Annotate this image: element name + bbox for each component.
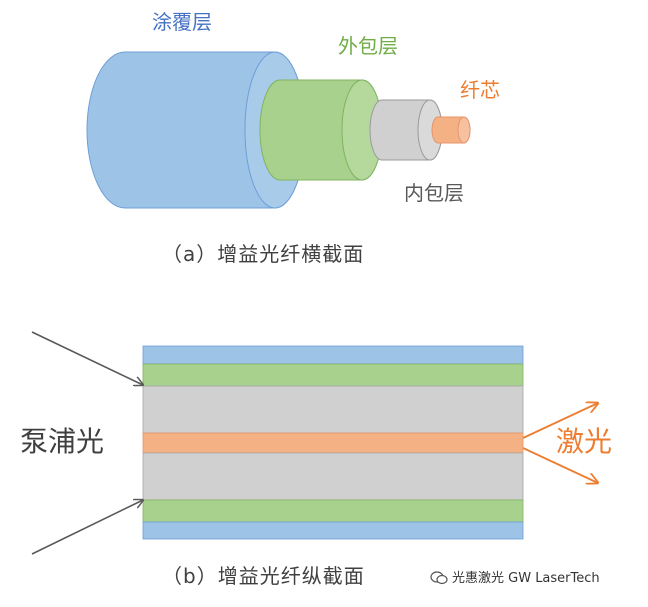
pump-arrow-top bbox=[31, 331, 143, 385]
inner-cladding-bottom-band bbox=[142, 452, 524, 501]
watermark: 光惠激光 GW LaserTech bbox=[430, 571, 600, 585]
outer-cladding-layer bbox=[259, 79, 383, 181]
outer-cladding-top-band bbox=[142, 363, 524, 387]
wechat-icon bbox=[430, 571, 448, 585]
laser-arrow-down bbox=[522, 447, 598, 483]
watermark-text: 光惠激光 GW LaserTech bbox=[452, 570, 600, 586]
pump-light-label: 泵浦光 bbox=[20, 425, 105, 458]
laser-label: 激光 bbox=[556, 425, 613, 458]
caption-cross-section: （a）增益光纤横截面 bbox=[162, 242, 365, 266]
core-band bbox=[142, 432, 524, 454]
longitudinal-section-drawing bbox=[31, 331, 598, 555]
coating-bottom-band bbox=[142, 521, 524, 540]
inner-cladding-top-band bbox=[142, 385, 524, 434]
core-layer bbox=[431, 116, 471, 144]
outer-cladding-bottom-band bbox=[142, 499, 524, 523]
inner-cladding-layer bbox=[369, 99, 443, 161]
inner-cladding-label: 内包层 bbox=[404, 181, 464, 205]
cross-section-drawing bbox=[86, 51, 471, 209]
coating-label: 涂覆层 bbox=[152, 10, 212, 34]
outer-cladding-label: 外包层 bbox=[338, 34, 398, 58]
laser-arrow-up bbox=[522, 403, 598, 439]
pump-arrow-bottom bbox=[31, 500, 143, 555]
caption-longitudinal-section: （b）增益光纤纵截面 bbox=[162, 564, 365, 588]
core-label: 纤芯 bbox=[460, 78, 500, 102]
coating-top-band bbox=[142, 345, 524, 365]
